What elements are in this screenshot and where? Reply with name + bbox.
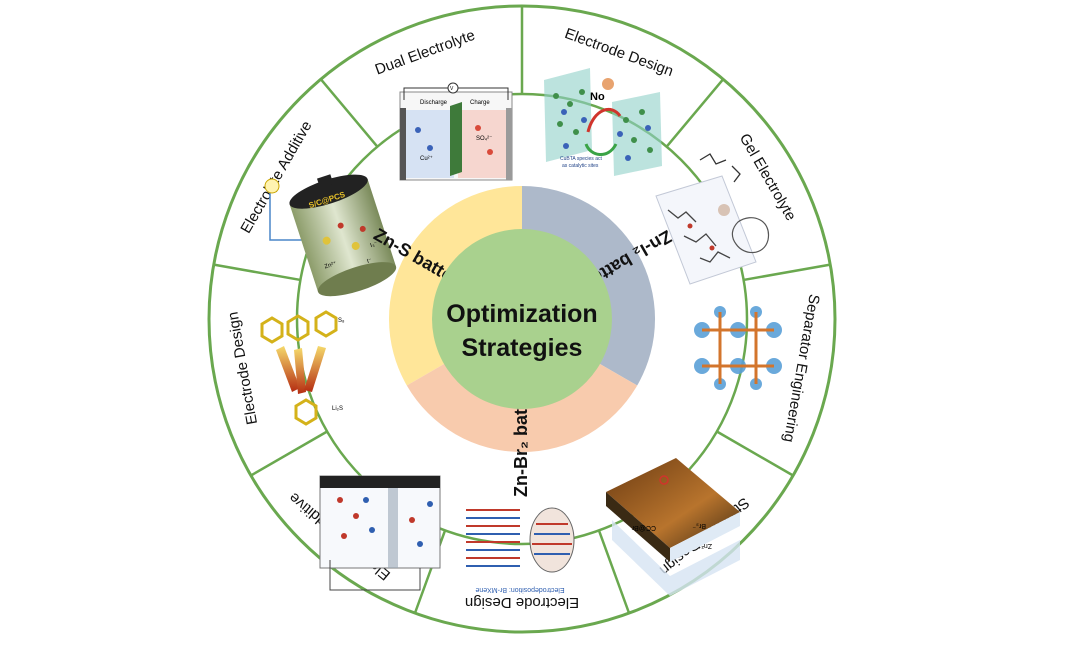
electrode-design-s-illustration: S₈ Li₂S [260, 310, 345, 426]
figure-text: Li₂S [332, 406, 343, 412]
outer-segment-label: Electrode Design [465, 594, 579, 611]
figure-text: CC@Br [631, 524, 656, 531]
outer-ring-dividers [213, 6, 831, 614]
electrolyte-additive-br2-illustration [319, 475, 441, 591]
dual-electrolyte-illustration: Discharge Charge V Cu²⁺ SO₄²⁻ [399, 82, 513, 181]
gel-electrolyte-illustration [655, 153, 770, 285]
segment-divider [213, 263, 301, 282]
segment-divider [665, 78, 725, 148]
figure-text: Cu²⁺ [420, 155, 433, 162]
center-circle [432, 229, 612, 409]
segment-divider [597, 530, 631, 614]
figure-text: S₈ [338, 318, 345, 324]
figure-text: Charge [470, 100, 490, 106]
segment-divider [319, 78, 379, 148]
segment-divider [743, 263, 831, 282]
figure-text: No [590, 91, 605, 103]
figure-text: Zn²⁺ [698, 542, 713, 550]
separator-engineering-illustration [694, 306, 782, 390]
figure-text: V [450, 86, 454, 92]
figure-text: Zn²⁺ [324, 260, 338, 270]
figure-text: I₃⁻ [370, 241, 379, 249]
figure-text: Discharge [420, 100, 448, 106]
electrode-design-br2-illustration: Electrodeposition: Br-MXene [466, 507, 575, 593]
figure-text: CuBTA species act [560, 156, 602, 162]
figure-text: I⁻ [366, 258, 372, 265]
figure-text: Electrodeposition: Br-MXene [475, 586, 564, 593]
center-title-line-1: Optimization [446, 300, 597, 328]
structure-design-illustration: Br₃⁻ Zn²⁺ CC@Br [606, 458, 740, 596]
segment-divider [250, 430, 328, 477]
segment-divider [716, 430, 794, 477]
figure-text: as catalytic sites [562, 163, 599, 169]
figure-text: Br₃⁻ [692, 522, 706, 529]
center-title-line-2: Strategies [462, 334, 583, 362]
electrolyte-additive-s-illustration: S/C@PCS Zn²⁺ I₃⁻ I⁻ [264, 174, 397, 297]
electrode-design-i2-illustration: No CuBTA species act as catalytic sites [544, 68, 662, 176]
figure-text: SO₄²⁻ [476, 136, 492, 142]
